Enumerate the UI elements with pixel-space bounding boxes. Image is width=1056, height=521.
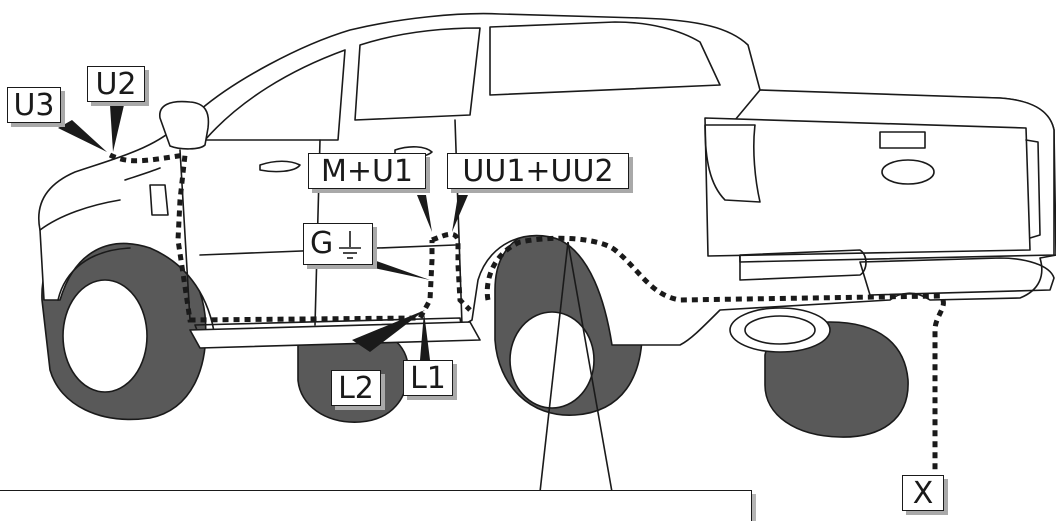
running-board <box>189 321 481 349</box>
callout-u3: U3 <box>7 87 61 123</box>
ground-icon <box>339 231 362 259</box>
rear-details <box>704 124 1055 353</box>
callout-x: X <box>902 475 944 511</box>
callout-m-u1: M+U1 <box>308 153 426 189</box>
callout-l2: L2 <box>331 370 381 406</box>
side-mirror <box>159 100 210 150</box>
wire-route-middle <box>431 231 472 312</box>
callout-pointers <box>58 105 468 360</box>
magnifier-lines <box>539 241 613 493</box>
middle-tire-rim <box>509 311 595 409</box>
front-tire-rim <box>62 279 148 393</box>
windows <box>204 21 721 141</box>
wiring-routes <box>108 152 946 470</box>
callout-l1: L1 <box>403 360 453 396</box>
callout-ground: G <box>303 223 373 265</box>
wire-route-rear <box>484 235 946 470</box>
wire-route-front <box>108 152 435 323</box>
ground-label: G <box>310 226 334 261</box>
callout-uu1-uu2: UU1+UU2 <box>447 153 629 189</box>
detail-inset-panel <box>0 490 752 521</box>
front-details <box>39 167 161 301</box>
callout-u2: U2 <box>87 66 145 102</box>
